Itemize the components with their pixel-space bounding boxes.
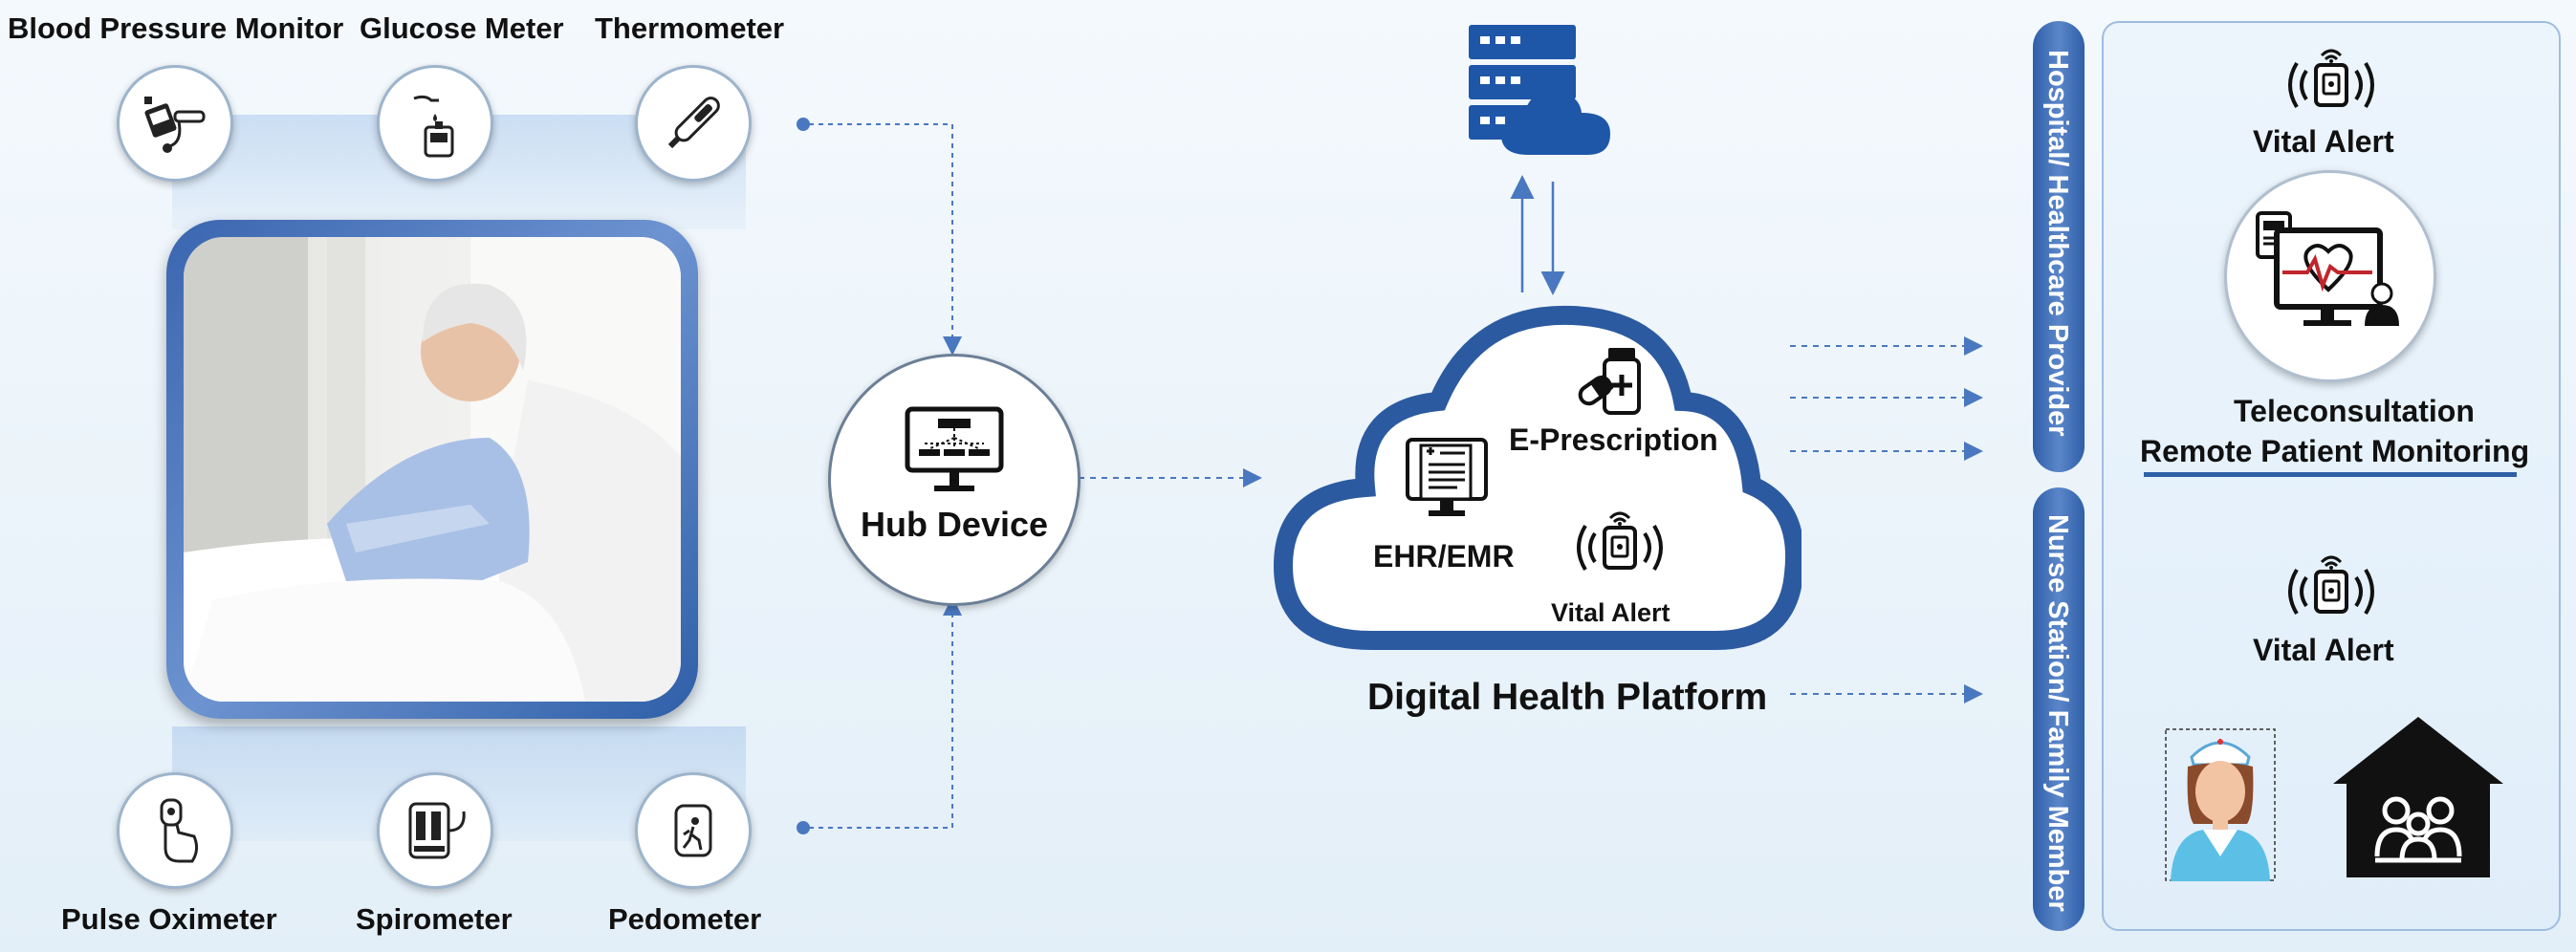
label-spirometer: Spirometer	[356, 902, 513, 936]
nurse-icon	[2165, 728, 2276, 881]
connector-top-to-hub	[809, 123, 962, 356]
home-family-icon	[2333, 717, 2503, 877]
connector-bottom-to-hub	[809, 596, 962, 829]
nurse-header-text: Nurse Station/ Family Member	[2042, 514, 2073, 912]
patient-photo	[184, 237, 681, 702]
vital-alert-icon	[1577, 511, 1663, 572]
telemonitoring-device	[2224, 170, 2436, 382]
medicine-bottle-icon	[1578, 348, 1641, 415]
pedometer-icon	[674, 804, 712, 857]
teleconsultation-label: Teleconsultation	[2234, 394, 2475, 428]
patient-photo-frame	[166, 220, 698, 719]
platform-cloud	[1273, 305, 1801, 650]
hub-device: Hub Device	[828, 354, 1081, 606]
blood-pressure-icon	[144, 97, 206, 153]
server-cloud-icon	[1469, 25, 1610, 155]
section-divider	[2144, 472, 2517, 477]
hospital-header-pill: Hospital/ Healthcare Provider	[2033, 21, 2085, 472]
nurse-vital-alert-icon	[2288, 555, 2374, 616]
hospital-vital-alert-label: Vital Alert	[2253, 124, 2394, 159]
glucose-meter-device	[377, 65, 493, 182]
hospital-header-text: Hospital/ Healthcare Provider	[2042, 50, 2073, 437]
hospital-vital-alert-icon	[2288, 49, 2374, 109]
connector-dot-bottom	[797, 821, 810, 834]
nurse-vital-alert-label: Vital Alert	[2253, 633, 2394, 667]
spirometer-device	[377, 772, 493, 889]
glucose-meter-icon	[413, 95, 454, 158]
platform-title: Digital Health Platform	[1367, 677, 1768, 718]
pulse-oximeter-icon	[160, 798, 199, 863]
label-glucose-meter: Glucose Meter	[360, 11, 564, 45]
pulse-oximeter-device	[117, 772, 233, 889]
ehr-emr-label: EHR/EMR	[1373, 539, 1515, 573]
eprescription-label: E-Prescription	[1509, 422, 1718, 457]
monitor-network-icon	[905, 406, 1004, 491]
ehr-document-icon	[1406, 438, 1488, 516]
thermometer-device	[635, 65, 752, 182]
telemonitoring-icon	[2256, 211, 2399, 326]
nurse-header-pill: Nurse Station/ Family Member	[2033, 487, 2085, 931]
label-blood-pressure-monitor: Blood Pressure Monitor	[8, 11, 344, 45]
remote-patient-monitoring-label: Remote Patient Monitoring	[2140, 434, 2530, 468]
connector-dot-top	[797, 118, 810, 131]
blood-pressure-monitor-device	[117, 65, 233, 182]
platform-vital-alert-label: Vital Alert	[1551, 598, 1670, 627]
spirometer-icon	[408, 802, 466, 859]
pedometer-device	[635, 772, 752, 889]
thermometer-icon	[667, 97, 720, 149]
label-thermometer: Thermometer	[595, 11, 785, 45]
label-pulse-oximeter: Pulse Oximeter	[61, 902, 277, 936]
label-pedometer: Pedometer	[608, 902, 762, 936]
hub-device-label: Hub Device	[860, 505, 1049, 544]
patient-illustration	[184, 237, 681, 702]
